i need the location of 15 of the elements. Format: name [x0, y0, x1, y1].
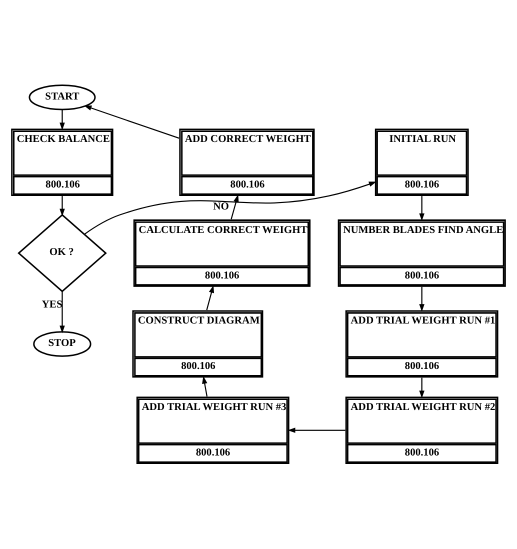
arrow [419, 286, 424, 312]
arrow [60, 110, 65, 130]
arrow [288, 428, 346, 433]
arrow [84, 182, 377, 235]
node-ellipse: STOP [33, 331, 92, 357]
arrow [206, 285, 214, 310]
arrow [202, 376, 208, 397]
arrow [84, 106, 180, 139]
arrow [230, 194, 239, 220]
node-diamond: OK ? [18, 214, 107, 292]
arrow [60, 292, 65, 334]
arrow [419, 196, 424, 221]
arrow [419, 378, 424, 398]
arrow [60, 196, 65, 216]
edge-label: NO [213, 202, 229, 213]
